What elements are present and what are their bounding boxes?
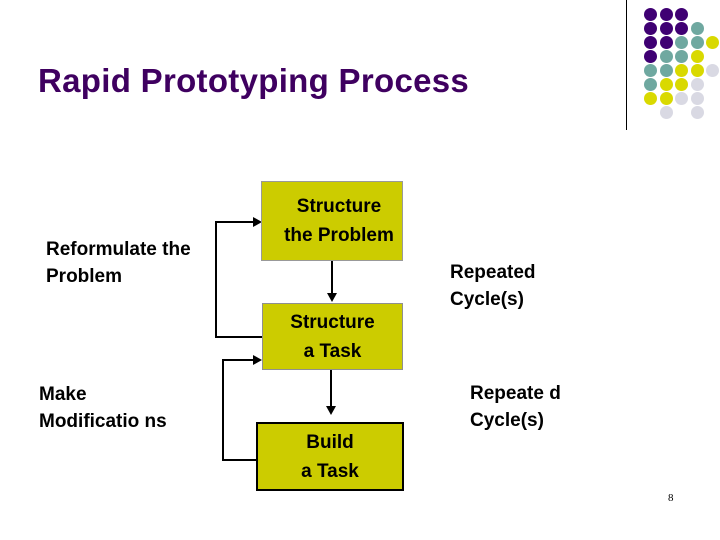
arrowhead-right-icon bbox=[253, 217, 262, 227]
decorative-dot bbox=[644, 78, 657, 91]
process-box-structure-the-problem[interactable]: Structure the Problem bbox=[261, 181, 403, 261]
decorative-dot bbox=[659, 50, 673, 63]
decorative-dot bbox=[644, 92, 657, 105]
decorative-dot bbox=[690, 36, 704, 49]
connector-structure-task-to-build-task bbox=[330, 370, 332, 408]
decorative-dot bbox=[659, 8, 673, 21]
arrowhead-down-icon bbox=[327, 293, 337, 302]
decorative-dot-grid bbox=[644, 8, 720, 123]
label-repeated-cycles-lower: Repeate d Cycle(s) bbox=[470, 383, 561, 431]
process-box-line-2: a Task bbox=[301, 460, 359, 482]
decorative-dot bbox=[675, 78, 688, 91]
process-box-build-a-task[interactable]: Build a Task bbox=[256, 422, 404, 491]
decorative-dot bbox=[675, 50, 688, 63]
label-make-modifications: Make Modificatio ns bbox=[39, 384, 167, 432]
decorative-dot bbox=[675, 92, 688, 105]
decorative-dot bbox=[659, 22, 673, 35]
page-number: 8 bbox=[668, 492, 674, 504]
decorative-dot bbox=[706, 64, 719, 77]
decorative-dot bbox=[690, 78, 704, 91]
process-box-line-1: Build bbox=[306, 431, 354, 453]
decorative-dot bbox=[644, 50, 657, 63]
decorative-dot bbox=[690, 50, 704, 63]
decorative-dot bbox=[675, 22, 688, 35]
decorative-dot bbox=[659, 106, 673, 119]
decorative-dot bbox=[644, 64, 657, 77]
label-reformulate-the-problem: Reformulate the Problem bbox=[46, 239, 191, 287]
arrowhead-right-icon bbox=[253, 355, 262, 365]
feedback-loop-reformulate-segment-vertical bbox=[215, 221, 217, 338]
process-box-line-1: Structure bbox=[296, 196, 382, 217]
decorative-dot bbox=[659, 64, 673, 77]
decorative-dot bbox=[659, 36, 673, 49]
header-divider bbox=[626, 0, 627, 130]
label-repeated-cycles-upper: Repeated Cycle(s) bbox=[450, 262, 536, 310]
decorative-dot bbox=[690, 92, 704, 105]
feedback-loop-reformulate-segment-bottom bbox=[215, 336, 264, 338]
process-box-line-1: Structure bbox=[290, 311, 375, 333]
process-box-line-2: a Task bbox=[303, 340, 362, 362]
decorative-dot bbox=[675, 64, 688, 77]
decorative-dot bbox=[644, 22, 657, 35]
decorative-dot bbox=[690, 22, 704, 35]
decorative-dot bbox=[644, 8, 657, 21]
process-box-line-2: the Problem bbox=[284, 225, 394, 246]
feedback-loop-reformulate-segment-top bbox=[215, 221, 259, 223]
feedback-loop-modifications-segment-top bbox=[222, 359, 259, 361]
connector-structure-problem-to-structure-task bbox=[331, 261, 333, 295]
arrowhead-down-icon bbox=[326, 406, 336, 415]
decorative-dot bbox=[690, 64, 704, 77]
feedback-loop-modifications-segment-vertical bbox=[222, 359, 224, 461]
decorative-dot bbox=[644, 36, 657, 49]
page-title: Rapid Prototyping Process bbox=[38, 62, 470, 99]
decorative-dot bbox=[659, 78, 673, 91]
decorative-dot bbox=[690, 106, 704, 119]
process-box-structure-a-task[interactable]: Structure a Task bbox=[262, 303, 403, 370]
decorative-dot bbox=[706, 36, 719, 49]
decorative-dot bbox=[675, 36, 688, 49]
decorative-dot bbox=[659, 92, 673, 105]
decorative-dot bbox=[675, 8, 688, 21]
feedback-loop-modifications-segment-bottom bbox=[222, 459, 258, 461]
